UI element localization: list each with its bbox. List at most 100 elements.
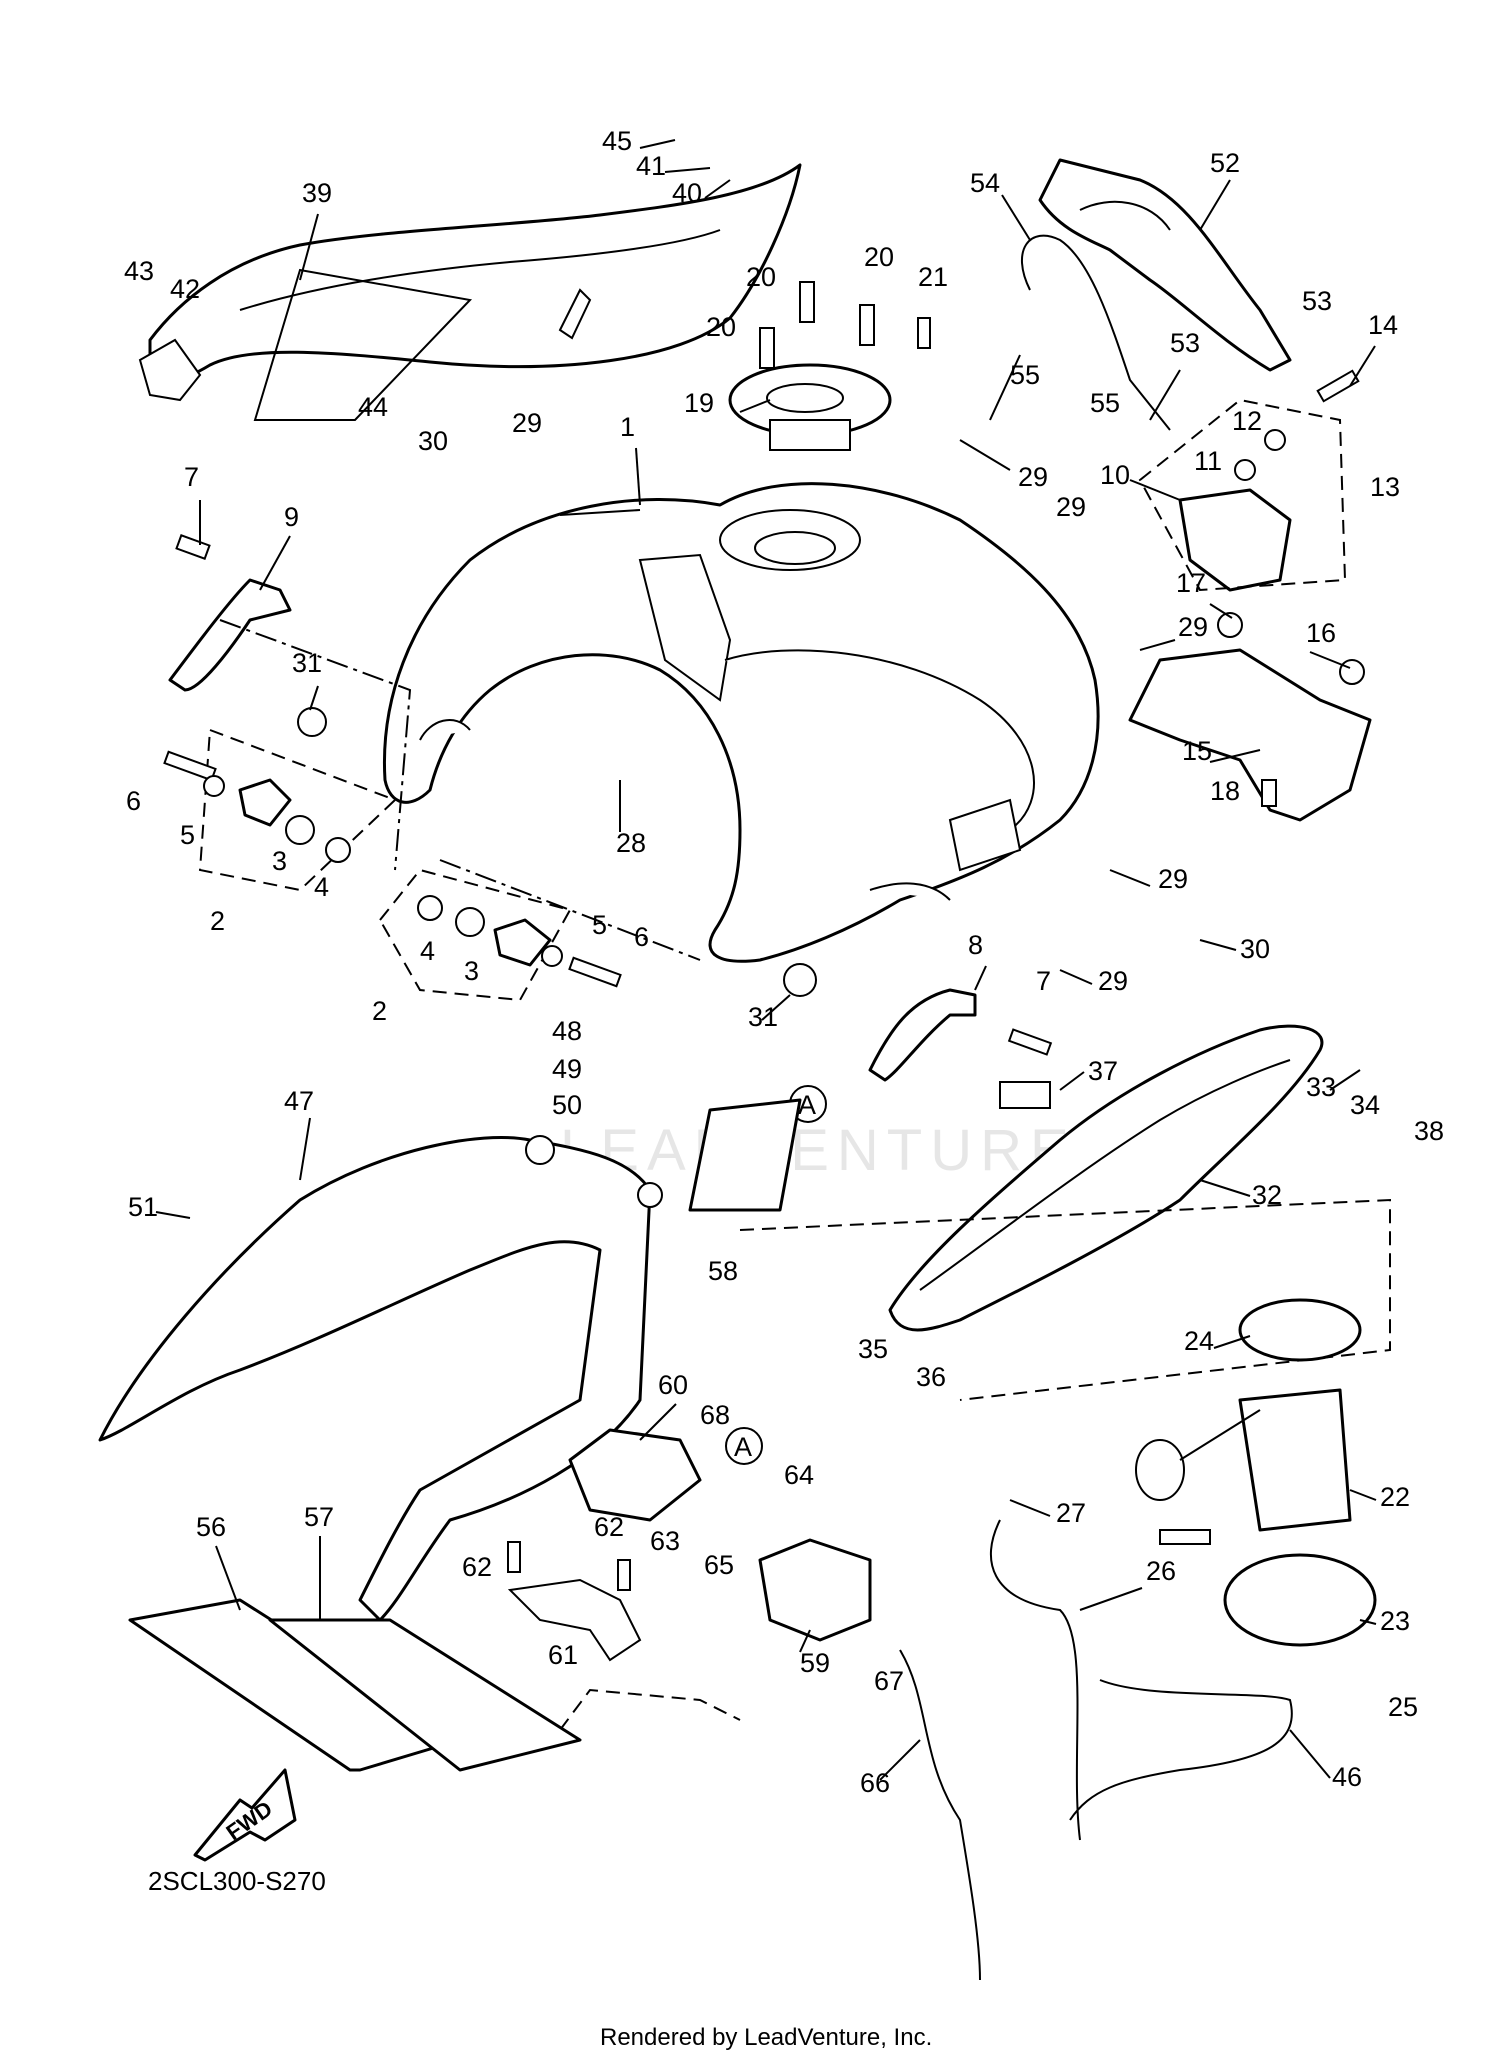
callout-4: 4 bbox=[420, 936, 435, 966]
callout-56: 56 bbox=[196, 1512, 226, 1542]
callout-30: 30 bbox=[1240, 934, 1270, 964]
callout-2: 2 bbox=[210, 906, 225, 936]
callout-29: 29 bbox=[1158, 864, 1188, 894]
callout-59: 59 bbox=[800, 1648, 830, 1678]
callout-29: 29 bbox=[1056, 492, 1086, 522]
callout-5: 5 bbox=[180, 820, 195, 850]
hose-66 bbox=[899, 1649, 981, 1981]
callout-35: 35 bbox=[858, 1334, 888, 1364]
callout-57: 57 bbox=[304, 1502, 334, 1532]
callout-60: 60 bbox=[658, 1370, 688, 1400]
callout-25: 25 bbox=[1388, 1692, 1418, 1722]
callout-8: 8 bbox=[968, 930, 983, 960]
callout-1: 1 bbox=[620, 412, 635, 442]
callout-12: 12 bbox=[1232, 406, 1262, 436]
damper-parts-right bbox=[417, 895, 622, 988]
callout-40: 40 bbox=[672, 178, 702, 208]
callout-20: 20 bbox=[706, 312, 736, 342]
canister-59 bbox=[758, 1538, 872, 1642]
callout-42: 42 bbox=[170, 274, 200, 304]
callout-61: 61 bbox=[548, 1640, 578, 1670]
upper-cover-52 bbox=[1038, 158, 1292, 372]
callout-19: 19 bbox=[684, 388, 714, 418]
pad-58 bbox=[688, 1098, 802, 1212]
callout-64: 64 bbox=[784, 1460, 814, 1490]
callout-18: 18 bbox=[1210, 776, 1240, 806]
marker-A-lower bbox=[725, 1427, 763, 1465]
callout-30: 30 bbox=[418, 426, 448, 456]
callout-66: 66 bbox=[860, 1768, 890, 1798]
marker-A-upper-label: A bbox=[798, 1090, 816, 1120]
callout-53: 53 bbox=[1302, 286, 1332, 316]
callout-49: 49 bbox=[552, 1054, 582, 1084]
callout-68: 68 bbox=[700, 1400, 730, 1430]
callout-38: 38 bbox=[1414, 1116, 1444, 1146]
ring-24 bbox=[1238, 1298, 1362, 1362]
callout-44: 44 bbox=[358, 392, 388, 422]
callout-63: 63 bbox=[650, 1526, 680, 1556]
callout-34: 34 bbox=[1350, 1090, 1380, 1120]
side-cover-39 bbox=[138, 163, 802, 402]
side-cover-32 bbox=[888, 1024, 1324, 1332]
callout-3: 3 bbox=[272, 846, 287, 876]
bracket-61 bbox=[507, 1541, 642, 1662]
bracket-10-assembly bbox=[1178, 369, 1360, 592]
callout-43: 43 bbox=[124, 256, 154, 286]
fuel-pump-22 bbox=[1135, 1388, 1352, 1545]
callout-2: 2 bbox=[372, 996, 387, 1026]
callout-6: 6 bbox=[126, 786, 141, 816]
callout-26: 26 bbox=[1146, 1556, 1176, 1586]
callout-55: 55 bbox=[1090, 388, 1120, 418]
callout-54: 54 bbox=[970, 168, 1000, 198]
callout-31: 31 bbox=[748, 1002, 778, 1032]
callout-16: 16 bbox=[1306, 618, 1336, 648]
ring-23 bbox=[1223, 1553, 1377, 1647]
callout-11: 11 bbox=[1194, 446, 1222, 476]
callout-20: 20 bbox=[864, 242, 894, 272]
leader-lines bbox=[155, 139, 1377, 1781]
callout-27: 27 bbox=[1056, 1498, 1086, 1528]
callout-58: 58 bbox=[708, 1256, 738, 1286]
fuel-tank-1 bbox=[382, 482, 1100, 963]
callout-47: 47 bbox=[284, 1086, 314, 1116]
damper-group-2-left bbox=[198, 728, 397, 892]
callout-39: 39 bbox=[302, 178, 332, 208]
callout-5: 5 bbox=[592, 910, 607, 940]
fuel-cap-19 bbox=[728, 363, 892, 451]
footer-credit: Rendered by LeadVenture, Inc. bbox=[600, 2024, 932, 2051]
callout-22: 22 bbox=[1380, 1482, 1410, 1512]
callout-29: 29 bbox=[1178, 612, 1208, 642]
callout-29: 29 bbox=[512, 408, 542, 438]
callout-13: 13 bbox=[1370, 472, 1400, 502]
hose-46 bbox=[1069, 1679, 1293, 1821]
callout-67: 67 bbox=[874, 1666, 904, 1696]
callout-9: 9 bbox=[284, 502, 299, 532]
callout-14: 14 bbox=[1368, 310, 1398, 340]
callout-62: 62 bbox=[594, 1512, 624, 1542]
trim-strips-54-55 bbox=[989, 234, 1181, 431]
callout-24: 24 bbox=[1184, 1326, 1214, 1356]
callout-21: 21 bbox=[918, 262, 948, 292]
callout-65: 65 bbox=[704, 1550, 734, 1580]
callout-52: 52 bbox=[1210, 148, 1240, 178]
callout-46: 46 bbox=[1332, 1762, 1362, 1792]
fuel-cap-bolts bbox=[759, 281, 931, 369]
callout-55: 55 bbox=[1010, 360, 1040, 390]
callout-4: 4 bbox=[314, 872, 329, 902]
callout-3: 3 bbox=[464, 956, 479, 986]
callout-23: 23 bbox=[1380, 1606, 1410, 1636]
damper-parts-left bbox=[163, 707, 351, 863]
callout-7: 7 bbox=[1036, 966, 1051, 996]
callout-20: 20 bbox=[746, 262, 776, 292]
callout-15: 15 bbox=[1182, 736, 1212, 766]
callout-7: 7 bbox=[184, 462, 199, 492]
callout-29: 29 bbox=[1098, 966, 1128, 996]
callout-51: 51 bbox=[128, 1192, 158, 1222]
bracket-9 bbox=[168, 534, 292, 692]
callout-28: 28 bbox=[616, 828, 646, 858]
callout-31: 31 bbox=[292, 648, 322, 678]
callout-53: 53 bbox=[1170, 328, 1200, 358]
callout-62: 62 bbox=[462, 1552, 492, 1582]
